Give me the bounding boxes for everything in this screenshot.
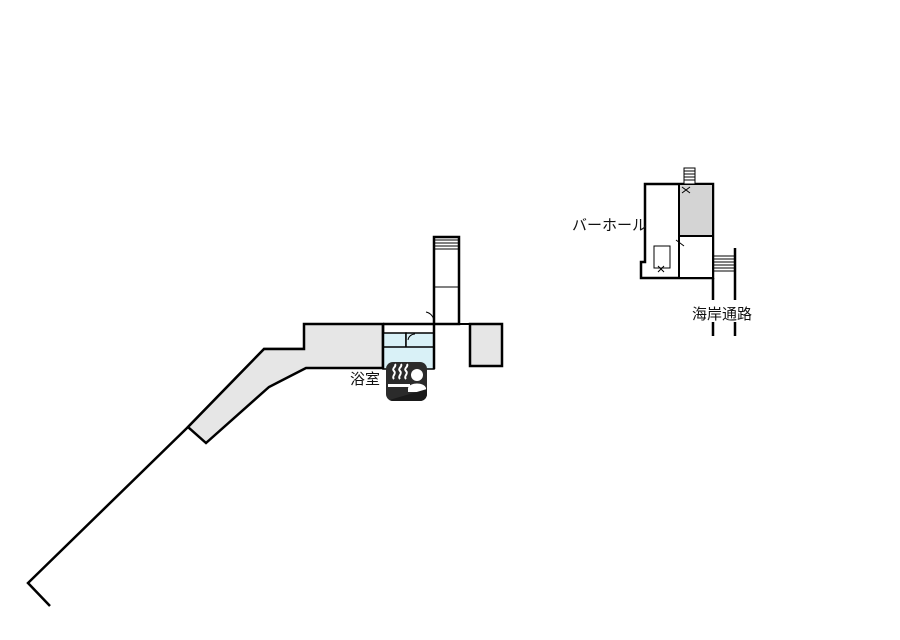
bar-counter [653,245,671,269]
bar-top-stairs [683,167,696,185]
north-corridor [432,235,461,326]
shore-stairs [714,255,735,272]
north-stairs [435,239,458,288]
bath-inner-door [407,333,416,341]
bar-room [678,235,714,279]
bar-hall-label: バーホール [572,216,648,234]
bath-label: 浴室 [350,370,381,388]
east-room [468,322,504,368]
bar-door-marks [657,186,691,273]
shore-path-label: 海岸通路 [692,305,753,323]
corridor-lower-wall [26,426,189,607]
hot-spring-icon[interactable] [386,362,427,401]
